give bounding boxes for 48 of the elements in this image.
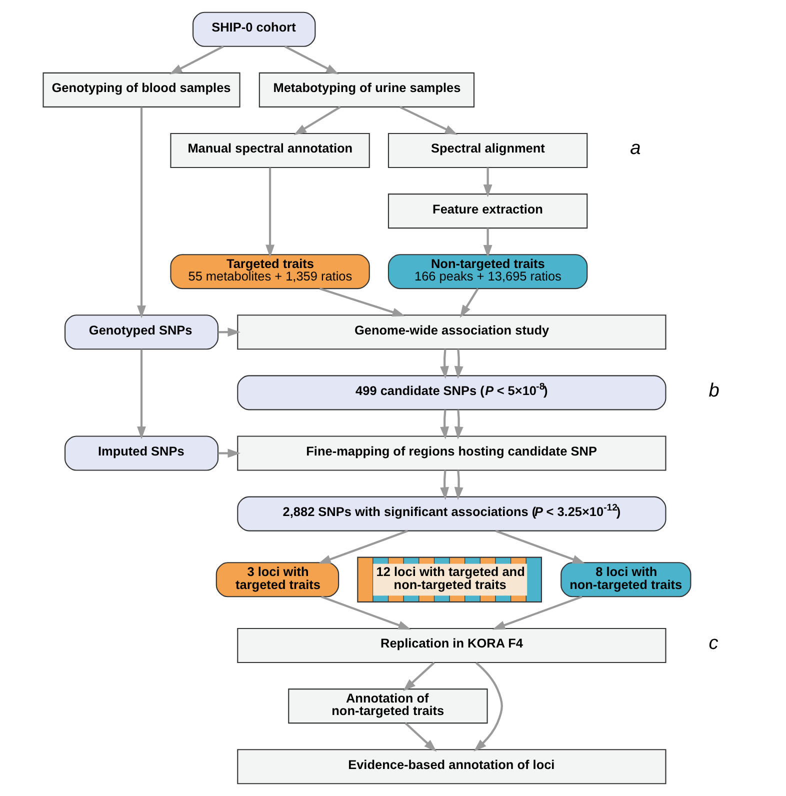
node-box: Genome-wide association study (237, 314, 666, 350)
node-box: 8 loci with non-targeted traits (560, 562, 692, 598)
node-box: Replication in KORA F4 (237, 628, 666, 664)
arrow (440, 349, 449, 379)
arrow (319, 288, 406, 316)
arrow (404, 722, 437, 752)
node-box: Evidence-based annotation of loci (237, 749, 666, 784)
arrow (294, 106, 341, 136)
node-box: Imputed SNPs (64, 436, 219, 471)
arrow (399, 106, 458, 135)
arrow (402, 662, 435, 692)
node-box: Spectral alignment (388, 132, 588, 168)
label: a (630, 138, 641, 160)
arrow (483, 168, 492, 198)
arrow (460, 288, 479, 318)
arrow (318, 530, 408, 564)
node-box: SHIP-0 cohort (192, 12, 316, 47)
label: c (708, 633, 718, 654)
node-box: 499 candidate SNPs (P < 5×10$^{-8}$) (237, 375, 666, 410)
arrow (169, 45, 224, 74)
node-box: Annotation of non-targeted traits (288, 688, 488, 724)
arrow (137, 107, 146, 318)
arrow (454, 470, 464, 500)
arrow (483, 228, 492, 258)
node-box: Genotyping of blood samples (42, 72, 240, 108)
node-box: Targeted traits 55 metabolites + 1,359 ratios (170, 254, 370, 290)
arrow (266, 168, 275, 258)
arrow (440, 410, 449, 440)
arrow (218, 328, 241, 337)
arrow (137, 349, 146, 440)
arrow (454, 349, 464, 379)
node-box: Non-targeted traits 166 peaks + 13,695 ratios (388, 254, 588, 290)
label: b (708, 380, 720, 402)
node-box: Metabotyping of urine samples (258, 72, 475, 108)
arrow (218, 448, 241, 458)
arrow (321, 596, 412, 630)
node-box: 2,882 SNPs with significant associations (P < 3.25×10$^{-12}$) (237, 496, 666, 532)
node-box: 3 loci with targeted traits (216, 562, 340, 598)
node-box: Feature extraction (388, 194, 588, 229)
arrow (454, 410, 464, 440)
arrow (440, 470, 449, 500)
arrow (284, 45, 339, 74)
node-box: Genotyped SNPs (64, 314, 219, 350)
node-box: Manual spectral annotation (170, 132, 370, 168)
arrow (474, 662, 503, 752)
arrow (492, 596, 582, 630)
arrow (495, 530, 586, 564)
node-box: Fine-mapping of regions hosting candidate SNP (237, 436, 666, 471)
